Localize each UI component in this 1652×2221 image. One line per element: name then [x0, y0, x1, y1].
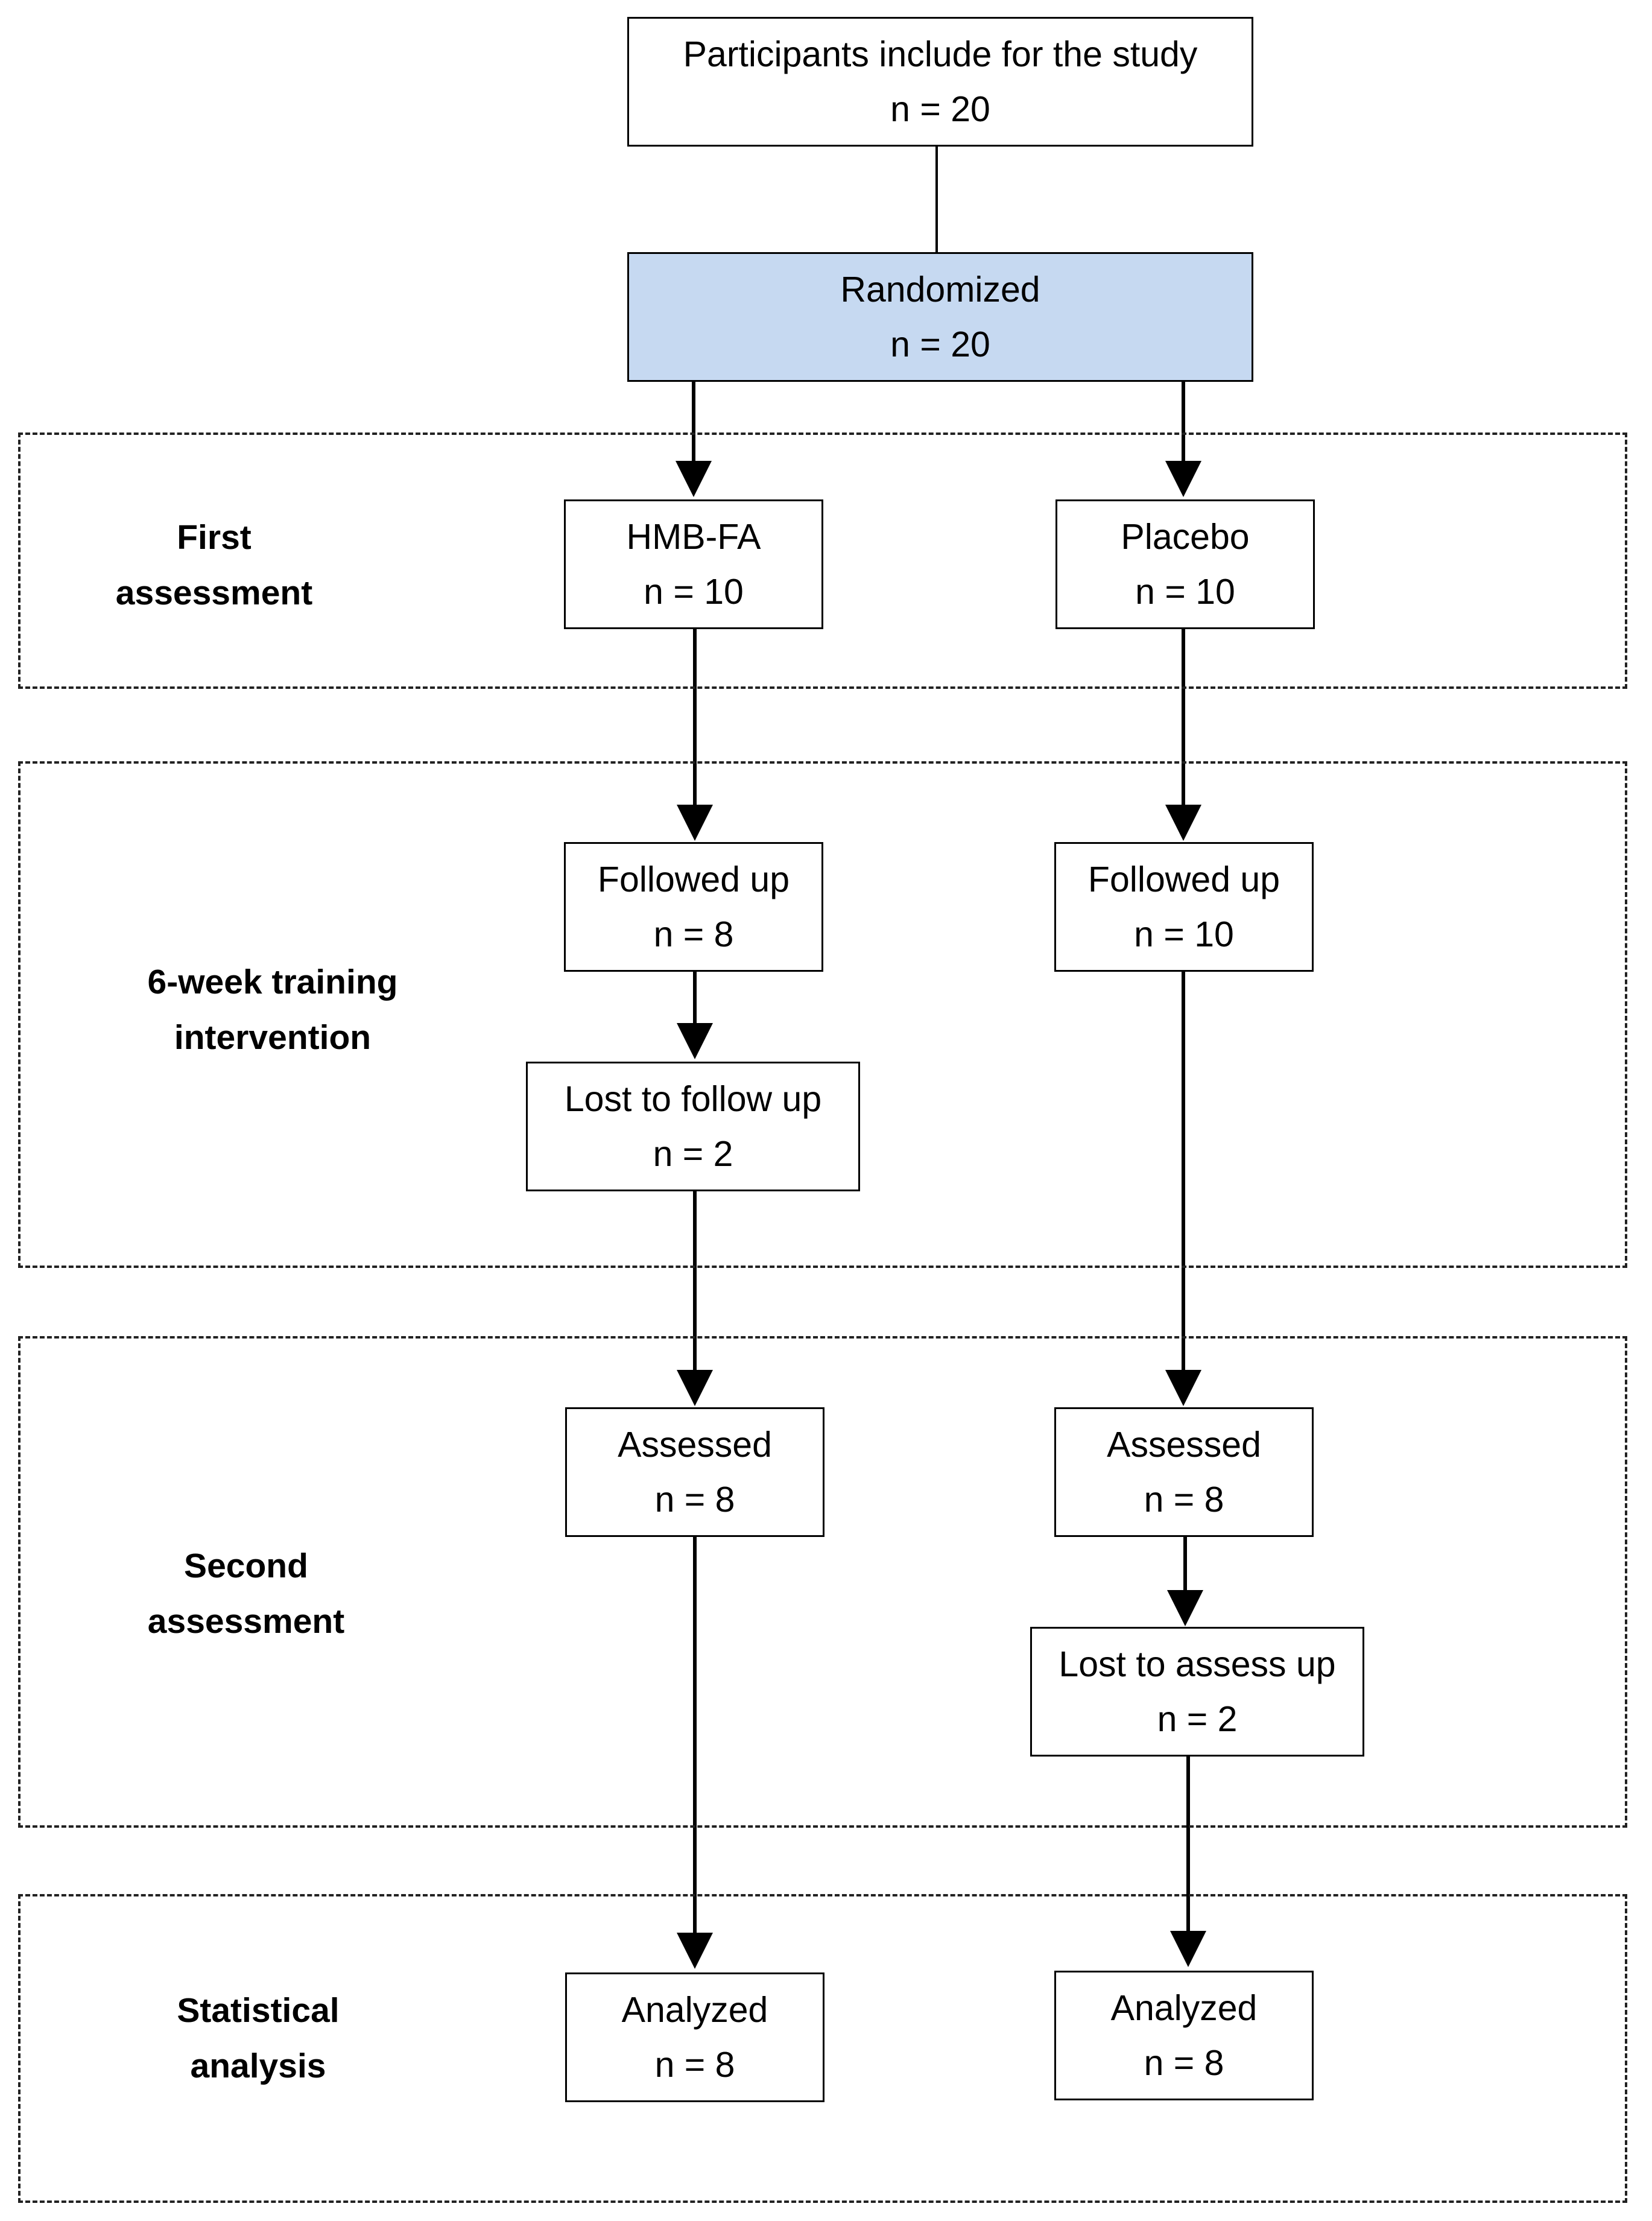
- node-title: Placebo: [1121, 516, 1250, 557]
- node-count: n = 8: [654, 2044, 735, 2085]
- node-count: n = 10: [1134, 914, 1234, 954]
- phase-label-line1: 6-week training: [147, 963, 398, 1001]
- node-count: n = 8: [654, 1479, 735, 1519]
- node-hmb-lost-to-follow-up: Lost to follow up n = 2: [526, 1062, 860, 1191]
- node-placebo-followed-up: Followed up n = 10: [1054, 842, 1314, 972]
- phase-label-line2: assessment: [115, 574, 313, 612]
- node-hmb-followed-up: Followed up n = 8: [564, 842, 823, 972]
- node-title: HMB-FA: [626, 516, 761, 557]
- node-title: Lost to follow up: [564, 1079, 822, 1119]
- phase-label-statistical-analysis: Statistical analysis: [177, 1983, 339, 2094]
- phase-second-assessment: [18, 1336, 1627, 1828]
- node-title: Randomized: [840, 269, 1040, 309]
- node-hmb-analyzed: Analyzed n = 8: [565, 1972, 824, 2102]
- node-hmb-assessed: Assessed n = 8: [565, 1407, 824, 1537]
- node-placebo: Placebo n = 10: [1055, 499, 1315, 629]
- node-placebo-lost-to-assess-up: Lost to assess up n = 2: [1030, 1627, 1364, 1757]
- node-hmb-fa: HMB-FA n = 10: [564, 499, 823, 629]
- node-title: Analyzed: [1110, 1988, 1258, 2028]
- node-title: Followed up: [597, 859, 790, 899]
- node-count: n = 8: [1144, 2042, 1224, 2083]
- node-placebo-analyzed: Analyzed n = 8: [1054, 1971, 1314, 2100]
- phase-label-line2: analysis: [190, 2047, 326, 2085]
- node-count: n = 10: [644, 571, 744, 612]
- phase-statistical-analysis: [18, 1894, 1627, 2203]
- phase-label-line2: intervention: [174, 1018, 372, 1057]
- phase-label-line1: First: [177, 518, 252, 557]
- node-title: Followed up: [1087, 859, 1280, 899]
- node-count: n = 8: [1144, 1479, 1224, 1519]
- node-count: n = 8: [653, 914, 734, 954]
- phase-label-first-assessment: First assessment: [116, 510, 312, 621]
- node-count: n = 20: [890, 89, 990, 129]
- node-count: n = 2: [1157, 1699, 1238, 1739]
- phase-label-line1: Statistical: [177, 1991, 340, 2030]
- node-title: Analyzed: [621, 1989, 768, 2030]
- phase-first-assessment: [18, 432, 1627, 689]
- phase-label-line2: assessment: [147, 1602, 345, 1641]
- phase-training-intervention: [18, 761, 1627, 1268]
- node-count: n = 2: [653, 1133, 733, 1174]
- node-participants: Participants include for the study n = 2…: [627, 17, 1253, 147]
- node-randomized: Randomized n = 20: [627, 252, 1253, 382]
- node-title: Assessed: [1107, 1424, 1261, 1465]
- node-count: n = 20: [890, 324, 990, 364]
- node-count: n = 10: [1135, 571, 1235, 612]
- phase-label-second-assessment: Second assessment: [148, 1538, 344, 1649]
- node-title: Lost to assess up: [1059, 1644, 1336, 1684]
- node-title: Assessed: [618, 1424, 772, 1465]
- phase-label-training-intervention: 6-week training intervention: [148, 954, 398, 1065]
- node-placebo-assessed: Assessed n = 8: [1054, 1407, 1314, 1537]
- node-title: Participants include for the study: [683, 34, 1198, 74]
- phase-label-line1: Second: [184, 1547, 308, 1585]
